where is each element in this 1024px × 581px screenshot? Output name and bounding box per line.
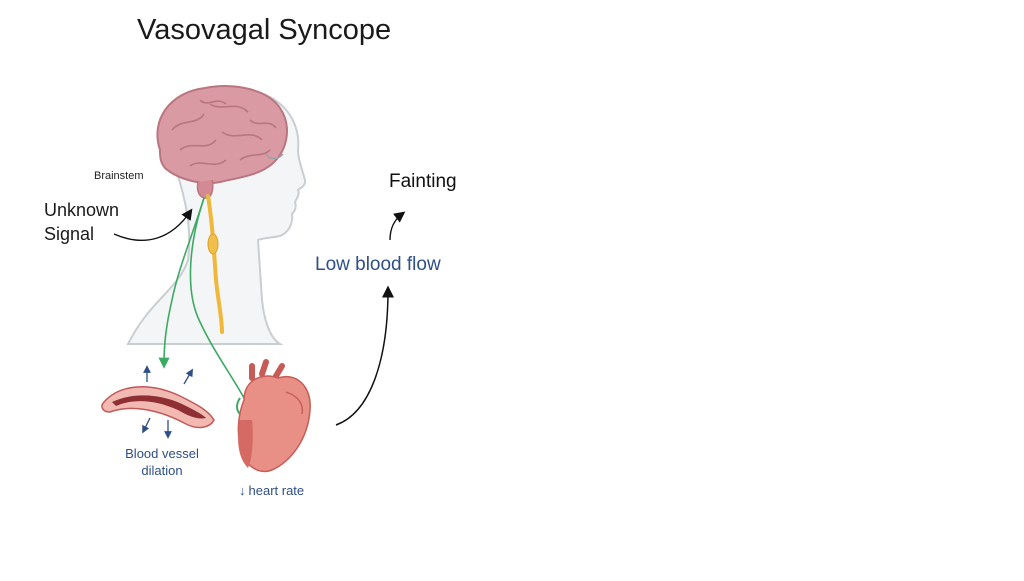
lowflow-to-fainting-arrow: [389, 211, 406, 241]
vessel-dilation-line1: Blood vessel: [125, 446, 199, 461]
fainting-label: Fainting: [389, 171, 457, 192]
vagus-ganglion: [206, 194, 224, 334]
unknown-signal-label: Unknown Signal: [44, 198, 119, 246]
down-arrow-icon: ↓: [239, 483, 246, 498]
closed-eye: [265, 153, 284, 160]
unknown-signal-line1: Unknown: [44, 200, 120, 220]
brainstem-label: Brainstem: [94, 170, 144, 182]
vessel-dilation-line2: dilation: [141, 463, 183, 478]
heart-rate-label: ↓heart rate: [239, 483, 304, 498]
nerve-to-vessel: [158, 197, 205, 369]
heart: [236, 359, 311, 473]
low-blood-flow-label: Low blood flow: [315, 254, 441, 275]
heart-rate-text: heart rate: [248, 483, 305, 498]
unknown-signal-line2: Signal: [44, 224, 95, 244]
vessel-dilation-label: Blood vessel dilation: [112, 445, 212, 479]
nerve-to-heart: [189, 197, 245, 399]
unknown-signal-arrow: [113, 208, 193, 242]
blood-vessel: [101, 386, 215, 429]
diagram-title: Vasovagal Syncope: [137, 14, 392, 46]
dilation-arrows: [142, 365, 193, 439]
brain: [156, 85, 288, 199]
heart-to-lowflow-arrow: [335, 285, 394, 426]
